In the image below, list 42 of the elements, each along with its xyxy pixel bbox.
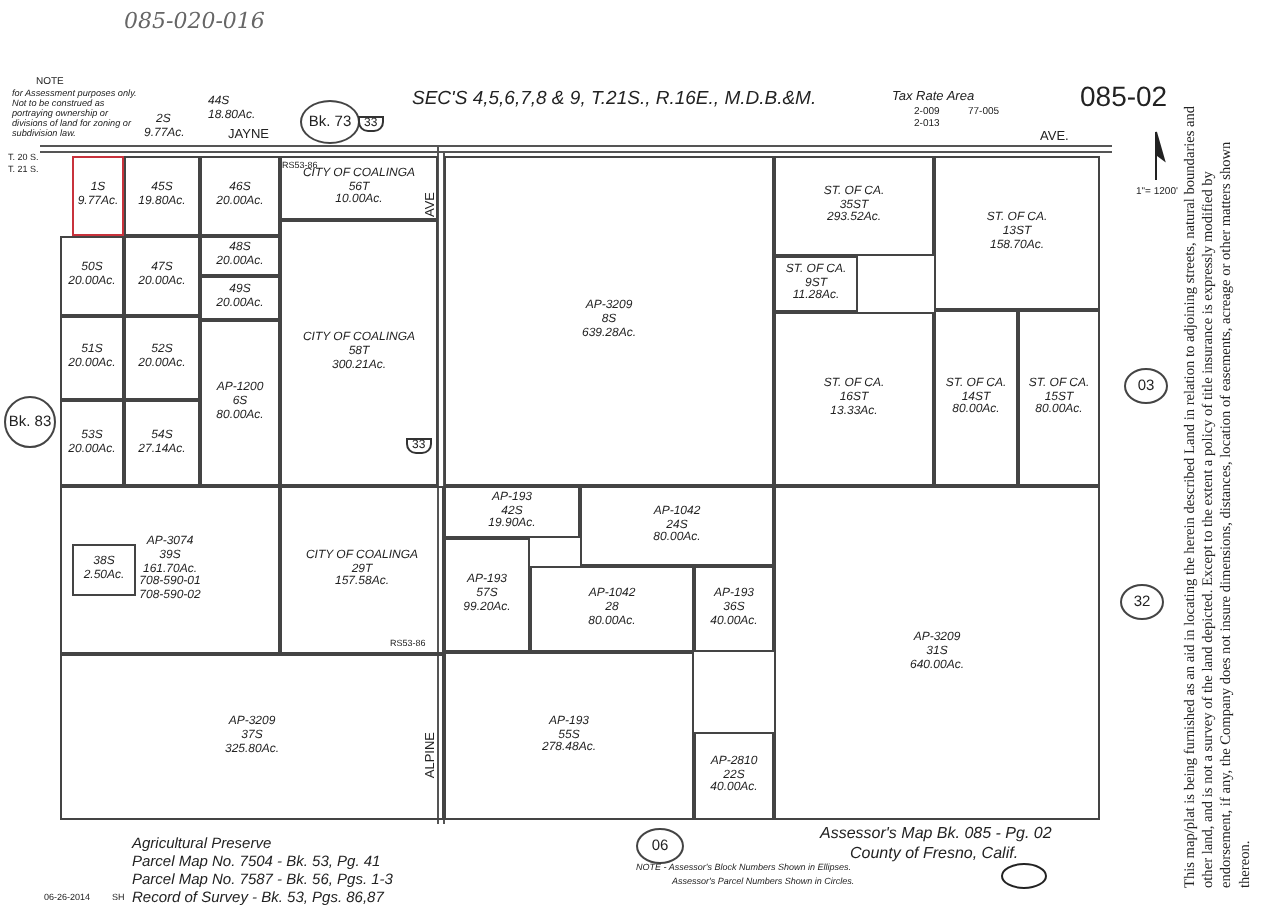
parcel-outline: [200, 276, 280, 320]
parcel-outline: [60, 486, 280, 654]
parcel-outline: [774, 256, 858, 312]
parcel-outline: [60, 236, 124, 316]
parcel-outline: [200, 320, 280, 486]
parcel-outline: [200, 236, 280, 276]
block-number-ellipse: [4, 396, 56, 448]
parcel-outline: [60, 400, 124, 486]
parcel-outline: [124, 156, 200, 236]
parcel-outline: [580, 486, 774, 566]
block-number-ellipse: [1120, 584, 1164, 620]
parcel-outline: [1018, 310, 1100, 486]
county-name: County of Fresno, Calif.: [850, 844, 1019, 862]
parcel-outline: [280, 220, 438, 486]
map-title: SEC'S 4,5,6,7,8 & 9, T.21S., R.16E., M.D.B.&M.: [412, 88, 817, 110]
handwritten-note: 085-020-016: [124, 8, 265, 34]
parcel-outline: [124, 316, 200, 400]
parcel-outline: [60, 316, 124, 400]
parcel-outline: [280, 486, 444, 654]
parcel-outline: [124, 236, 200, 316]
parcel-outline: [444, 538, 530, 652]
parcel-outline: [530, 566, 694, 652]
parcel-outline: [280, 156, 438, 220]
parcel-outline: [60, 654, 444, 820]
block-number-ellipse: [636, 828, 684, 864]
parcel-outline: [444, 486, 580, 538]
parcel-outline: [72, 156, 124, 236]
parcel-outline: [124, 400, 200, 486]
parcel-outline: [934, 310, 1018, 486]
parcel-outline: [444, 652, 694, 820]
page-number: 085-02: [1080, 80, 1168, 112]
parcel-outline: [694, 566, 774, 652]
parcel-outline: [200, 156, 280, 236]
parcel-outline: [934, 156, 1100, 310]
parcel-outline: [444, 156, 774, 486]
parcel-outline: [774, 312, 934, 486]
parcel-outline: [774, 486, 1100, 820]
parcel-outline: [774, 156, 934, 256]
map-reference: Assessor's Map Bk. 085 - Pg. 02: [820, 824, 1052, 842]
parcel-outline: [694, 732, 774, 820]
block-number-ellipse: [1124, 368, 1168, 404]
parcel-outline: [72, 544, 136, 596]
